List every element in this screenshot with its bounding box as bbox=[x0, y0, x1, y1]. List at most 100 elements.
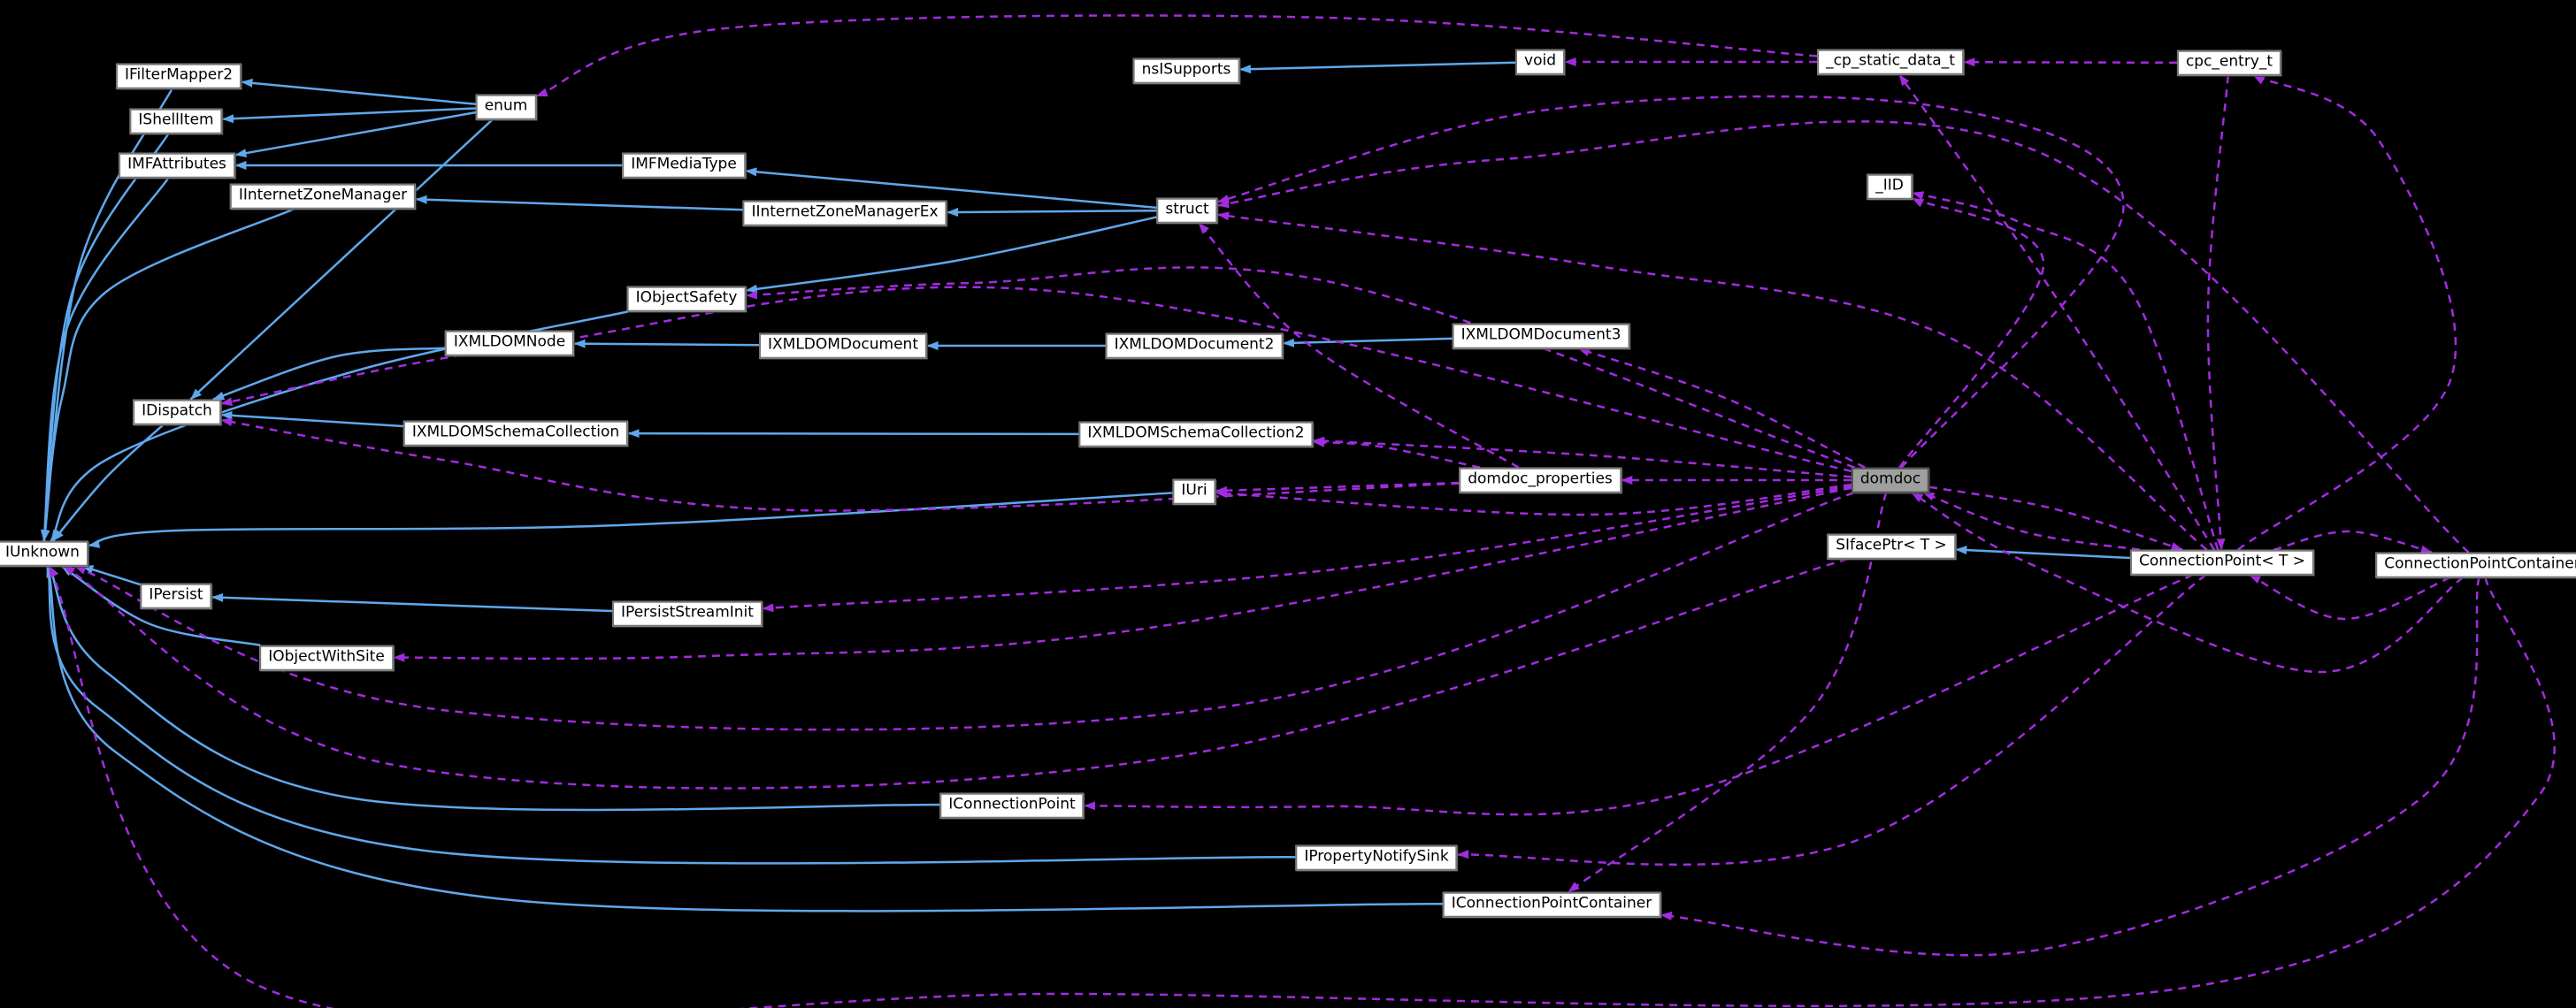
edge-domdoc-IObjectWithSite bbox=[393, 486, 1852, 662]
edge-struct-IObjectSafety bbox=[745, 216, 1157, 294]
edge-domdoc-IID bbox=[1898, 197, 2045, 469]
node-IPropertyNotifySink[interactable]: IPropertyNotifySink bbox=[1295, 844, 1458, 871]
node-IObjectWithSite[interactable]: IObjectWithSite bbox=[259, 645, 394, 671]
edge-ConnectionPointContainer-IUnknown bbox=[48, 565, 2556, 1008]
node-label: IXMLDOMDocument3 bbox=[1460, 325, 1622, 344]
node-label: IXMLDOMDocument2 bbox=[1114, 335, 1275, 354]
edge-enum-IMFAttributes bbox=[234, 111, 476, 158]
edge-IPersist-IUnknown bbox=[81, 565, 141, 586]
node-IDispatch[interactable]: IDispatch bbox=[133, 399, 221, 425]
node-IConnectionPoint[interactable]: IConnectionPoint bbox=[939, 792, 1085, 819]
node-label: SIfacePtr< T > bbox=[1836, 536, 1947, 554]
node-IXMLDOMSchemaCollection2[interactable]: IXMLDOMSchemaCollection2 bbox=[1078, 421, 1314, 447]
node-IUri[interactable]: IUri bbox=[1172, 478, 1216, 505]
node-label: IPropertyNotifySink bbox=[1304, 847, 1449, 866]
node-enum[interactable]: enum bbox=[475, 94, 537, 120]
node-IPersist[interactable]: IPersist bbox=[140, 583, 212, 609]
edge-domdoc-struct bbox=[1217, 95, 2125, 469]
node-label: domdoc bbox=[1859, 470, 1921, 488]
node-IMFMediaType[interactable]: IMFMediaType bbox=[622, 152, 746, 179]
edge-domdoc-IXMLDOMDocument3 bbox=[1577, 347, 1866, 469]
node-label: struct bbox=[1165, 200, 1209, 218]
node-label: IConnectionPointContainer bbox=[1451, 894, 1652, 913]
node-IConnectionPointContainer[interactable]: IConnectionPointContainer bbox=[1442, 891, 1661, 918]
node-label: IMFAttributes bbox=[127, 155, 226, 173]
edge-ConnectionPointContainer-IConnectionPointContainer bbox=[1660, 577, 2480, 957]
edge-domdoc-IXMLDOMSchemaCollection2 bbox=[1313, 436, 1852, 478]
edge-cpc_entry_t-cp_static_data_t bbox=[1963, 57, 2177, 67]
node-label: IMFMediaType bbox=[631, 155, 737, 173]
edge-IXMLDOMSchemaCollection2-IXMLDOMSchemaCollection bbox=[627, 429, 1079, 439]
edge-ConnectionPoint-IPropertyNotifySink bbox=[1457, 574, 2207, 867]
node-IXMLDOMDocument3[interactable]: IXMLDOMDocument3 bbox=[1452, 323, 1630, 349]
node-IXMLDOMDocument[interactable]: IXMLDOMDocument bbox=[758, 332, 928, 359]
node-label: IXMLDOMSchemaCollection bbox=[411, 423, 620, 441]
node-label: IUri bbox=[1181, 481, 1208, 500]
node-IFilterMapper2[interactable]: IFilterMapper2 bbox=[115, 63, 242, 89]
edge-ConnectionPointContainer-struct bbox=[1217, 120, 2470, 554]
node-domdoc[interactable]: domdoc bbox=[1851, 467, 1930, 493]
node-label: void bbox=[1524, 51, 1556, 70]
node-IInternetZoneManager[interactable]: IInternetZoneManager bbox=[229, 183, 417, 210]
edge-IInternetZoneManager-IUnknown bbox=[41, 208, 295, 542]
node-IXMLDOMSchemaCollection[interactable]: IXMLDOMSchemaCollection bbox=[402, 420, 629, 447]
node-IID[interactable]: _IID bbox=[1867, 173, 1913, 200]
edge-domdoc_properties-IUri bbox=[1215, 481, 1460, 495]
node-SIfacePtr[interactable]: SIfacePtr< T > bbox=[1827, 533, 1956, 560]
node-label: IXMLDOMNode bbox=[453, 332, 566, 351]
edge-IObjectWithSite-IUnknown bbox=[61, 565, 261, 646]
edge-IXMLDOMNode-IDispatch bbox=[212, 347, 445, 401]
node-IMFAttributes[interactable]: IMFAttributes bbox=[119, 152, 235, 179]
edge-ConnectionPoint-ConnectionPointContainer bbox=[2273, 530, 2433, 554]
node-nsISupports[interactable]: nsISupports bbox=[1132, 57, 1240, 84]
edge-cp_static_data_t-enum bbox=[535, 14, 1818, 97]
node-label: enum bbox=[484, 96, 528, 115]
node-label: IInternetZoneManager bbox=[238, 186, 408, 204]
node-IInternetZoneManagerEx[interactable]: IInternetZoneManagerEx bbox=[742, 200, 947, 226]
edge-IPropertyNotifySink-IUnknown bbox=[45, 565, 1296, 865]
edge-domdoc_properties-IDispatch bbox=[220, 417, 1460, 512]
node-label: IXMLDOMSchemaCollection2 bbox=[1087, 424, 1305, 442]
node-void[interactable]: void bbox=[1515, 49, 1565, 75]
edge-SIfacePtr-IUnknown bbox=[63, 558, 1848, 790]
edge-IXMLDOMDocument-IXMLDOMNode bbox=[573, 339, 760, 348]
node-label: ConnectionPointContainer bbox=[2384, 554, 2576, 573]
edge-IConnectionPoint-IUnknown bbox=[48, 565, 940, 812]
edge-cpc_entry_t-ConnectionPoint bbox=[2206, 75, 2230, 551]
node-domdoc_properties[interactable]: domdoc_properties bbox=[1459, 467, 1622, 493]
edge-IDispatch-IUnknown bbox=[51, 424, 165, 542]
edge-IConnectionPointContainer-IUnknown bbox=[46, 565, 1443, 913]
edge-ConnectionPoint-domdoc bbox=[1922, 492, 2140, 551]
edge-ConnectionPointContainer-ConnectionPoint bbox=[2249, 574, 2450, 621]
node-IXMLDOMNode[interactable]: IXMLDOMNode bbox=[444, 330, 575, 356]
node-ConnectionPoint[interactable]: ConnectionPoint< T > bbox=[2129, 549, 2315, 576]
edge-IXMLDOMSchemaCollection-IDispatch bbox=[220, 410, 403, 428]
node-IShellItem[interactable]: IShellItem bbox=[129, 108, 223, 134]
node-label: IFilterMapper2 bbox=[124, 65, 234, 84]
edge-ConnectionPoint-IID bbox=[1912, 191, 2220, 551]
edge-IInternetZoneManagerEx-IInternetZoneManager bbox=[415, 195, 743, 211]
node-cp_static_data_t[interactable]: _cp_static_data_t bbox=[1817, 49, 1964, 75]
edge-ConnectionPoint-cpc_entry_t bbox=[2237, 74, 2457, 551]
edge-domdoc-IUnknown bbox=[73, 492, 1854, 731]
node-label: IObjectWithSite bbox=[268, 647, 385, 666]
node-label: IConnectionPoint bbox=[948, 795, 1076, 813]
edge-domdoc-IPersistStreamInit bbox=[762, 485, 1852, 613]
node-struct[interactable]: struct bbox=[1156, 197, 1218, 224]
node-IPersistStreamInit[interactable]: IPersistStreamInit bbox=[612, 600, 763, 627]
edge-domdoc-IObjectSafety bbox=[745, 266, 1856, 469]
edge-IXMLDOMDocument3-IXMLDOMDocument2 bbox=[1282, 337, 1453, 347]
node-label: domdoc_properties bbox=[1468, 470, 1613, 488]
node-IObjectSafety[interactable]: IObjectSafety bbox=[626, 286, 747, 312]
edge-ConnectionPointContainer-domdoc bbox=[1911, 492, 2464, 674]
node-cpc_entry_t[interactable]: cpc_entry_t bbox=[2176, 50, 2282, 76]
edge-void-nsISupports bbox=[1238, 61, 1516, 74]
edge-ConnectionPoint-IConnectionPoint bbox=[1084, 574, 2194, 816]
node-IUnknown[interactable]: IUnknown bbox=[0, 540, 88, 567]
node-label: ConnectionPoint< T > bbox=[2138, 552, 2306, 570]
edge-domdoc-ConnectionPoint bbox=[1928, 485, 2183, 551]
node-ConnectionPointContainer[interactable]: ConnectionPointContainer bbox=[2375, 552, 2576, 578]
node-IXMLDOMDocument2[interactable]: IXMLDOMDocument2 bbox=[1105, 332, 1284, 359]
